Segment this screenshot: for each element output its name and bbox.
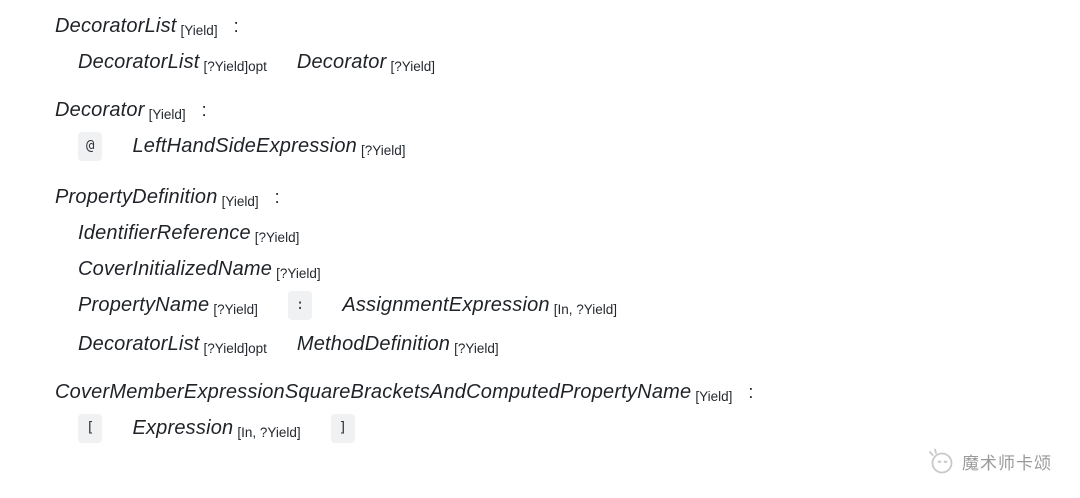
grammar-symbol: CoverInitializedName [?Yield] [78,257,321,283]
grammar-symbol: PropertyName [?Yield] [78,293,258,319]
watermark-logo-icon [929,448,953,474]
grammar-symbol: AssignmentExpression [In, ?Yield] [342,293,617,319]
production-colon: : [748,382,754,402]
nonterminal: AssignmentExpression [342,294,550,316]
nonterminal: PropertyName [78,294,210,316]
nonterminal: IdentifierReference [78,222,251,244]
params-subscript: [?Yield] [276,266,321,281]
production-lhs: DecoratorList [Yield] : [55,14,1080,40]
production-alternative: DecoratorList [?Yield]opt MethodDefiniti… [55,332,1080,358]
nonterminal: DecoratorList [55,15,177,37]
production-alternative: IdentifierReference [?Yield] [55,221,1080,247]
nonterminal: PropertyDefinition [55,186,218,208]
params-subscript: [Yield] [180,23,218,38]
params-subscript: [?Yield]opt [203,341,267,356]
params-subscript: [?Yield] [390,59,435,74]
params-subscript: [?Yield] [454,341,499,356]
nonterminal: CoverInitializedName [78,258,273,280]
params-subscript: [?Yield] [213,302,258,317]
watermark: 魔术师卡颂 [926,446,1052,476]
nonterminal: CoverMemberExpressionSquareBracketsAndCo… [55,381,692,403]
params-subscript: [?Yield] [254,230,300,245]
params-subscript: [?Yield] [360,143,406,158]
production-propertydefinition: PropertyDefinition [Yield] : IdentifierR… [55,185,1080,358]
production-lhs: CoverMemberExpressionSquareBracketsAndCo… [55,380,1080,406]
grammar-symbol: Expression [In, ?Yield] [132,416,300,442]
production-covermemberexpression: CoverMemberExpressionSquareBracketsAndCo… [55,380,1080,445]
nonterminal: Expression [132,417,234,439]
grammar-symbol: Decorator [?Yield] [297,50,435,76]
terminal-badge: [ [78,414,103,443]
production-lhs: Decorator [Yield] : [55,98,1080,124]
nonterminal: Decorator [55,99,145,121]
terminal-badge: : [287,291,313,320]
production-alternative: PropertyName [?Yield] : AssignmentExpres… [55,291,1080,322]
production-lhs: PropertyDefinition [Yield] : [55,185,1080,211]
nonterminal: LeftHandSideExpression [132,135,357,157]
production-decorator: Decorator [Yield] : @ LeftHandSideExpres… [55,98,1080,163]
params-subscript: [Yield] [148,107,186,122]
grammar-symbol: LeftHandSideExpression [?Yield] [132,134,405,160]
params-subscript: [Yield] [695,389,733,404]
watermark-text: 魔术师卡颂 [962,453,1052,473]
grammar-symbol: DecoratorList [?Yield]opt [78,332,267,358]
production-colon: : [274,187,280,207]
grammar-symbol: MethodDefinition [?Yield] [297,332,499,358]
nonterminal: MethodDefinition [296,333,451,355]
nonterminal: DecoratorList [78,333,200,355]
production-decoratorlist: DecoratorList [Yield] : DecoratorList [?… [55,14,1080,76]
params-subscript: [Yield] [221,194,259,209]
production-alternative: @ LeftHandSideExpression [?Yield] [55,132,1080,163]
grammar-spec-page: DecoratorList [Yield] : DecoratorList [?… [55,14,1080,445]
terminal-badge: ] [330,414,356,443]
nonterminal: DecoratorList [78,51,200,73]
params-subscript: [In, ?Yield] [237,425,301,440]
nonterminal: Decorator [296,51,387,73]
production-colon: : [201,100,207,120]
grammar-symbol: DecoratorList [?Yield]opt [78,50,267,76]
grammar-symbol: IdentifierReference [?Yield] [78,221,299,247]
production-alternative: [ Expression [In, ?Yield] ] [55,414,1080,445]
production-colon: : [233,16,239,36]
production-alternative: DecoratorList [?Yield]opt Decorator [?Yi… [55,50,1080,76]
params-subscript: [?Yield]opt [203,59,267,74]
params-subscript: [In, ?Yield] [553,302,618,317]
terminal-badge: @ [78,132,103,161]
production-alternative: CoverInitializedName [?Yield] [55,257,1080,283]
